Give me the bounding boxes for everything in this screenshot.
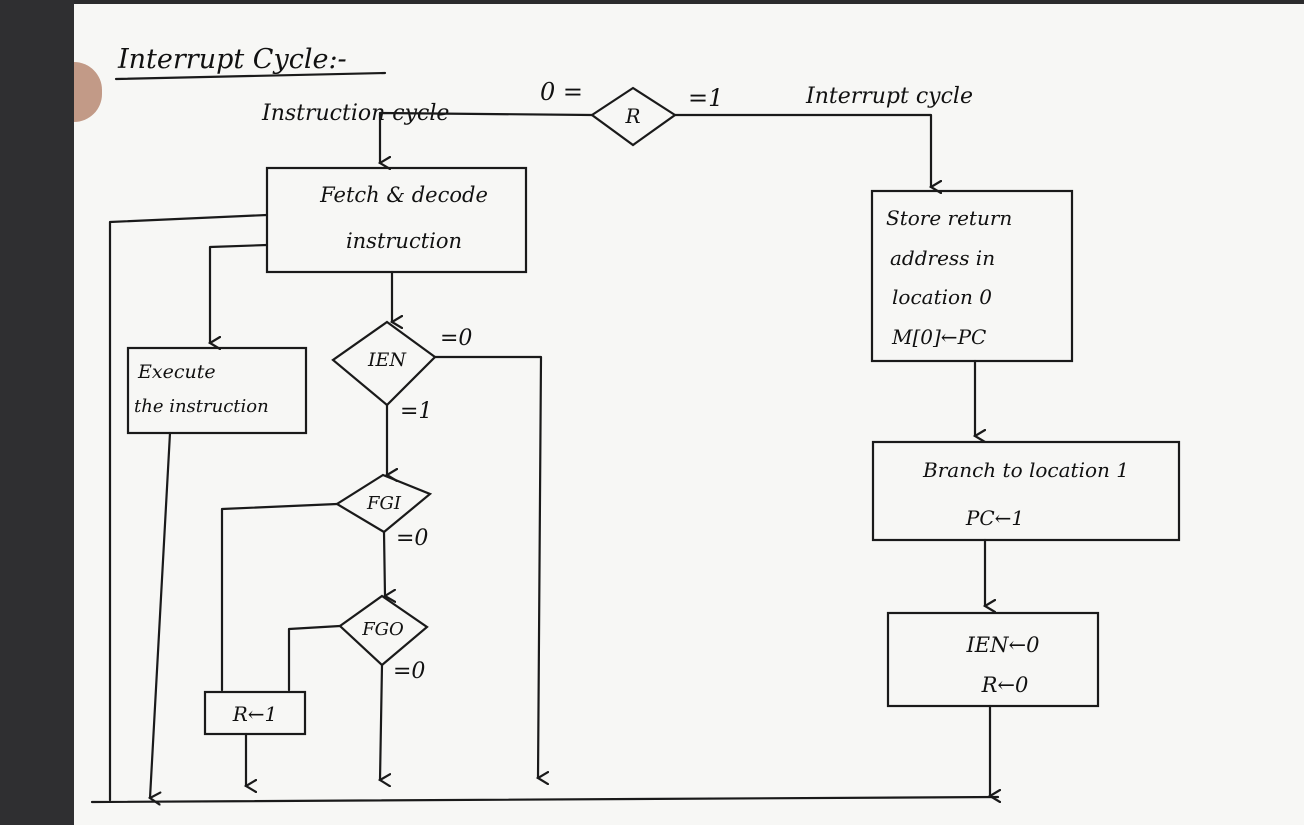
branch-text-2: PC←1	[965, 506, 1024, 530]
r-zero-label: 0 =	[540, 78, 583, 106]
title-underline	[114, 71, 387, 81]
store-return-box	[870, 189, 1074, 363]
r-one-label: =1	[688, 84, 723, 112]
store-return-text-1: Store return	[886, 206, 1012, 230]
top-edge	[0, 0, 1304, 4]
r-zero-branch	[380, 111, 594, 163]
store-return-text-4: M[0]←PC	[891, 325, 986, 349]
interrupt-cycle-label: Interrupt cycle	[805, 84, 973, 109]
reset-text-1: IEN←0	[966, 633, 1040, 657]
store-return-text-3: location 0	[892, 285, 992, 309]
ien-one-label: =1	[400, 399, 432, 424]
diagram-title: Interrupt Cycle:-	[117, 44, 347, 75]
fgi-one-branch	[220, 502, 339, 692]
r-set-box	[203, 690, 307, 736]
decision-ien-label: IEN	[367, 349, 407, 371]
fetch-decode-text-2: instruction	[346, 229, 462, 253]
fetch-decode-box	[265, 166, 528, 274]
decision-r-label: R	[624, 104, 640, 128]
decision-r	[590, 86, 677, 147]
store-return-text-2: address in	[890, 246, 995, 270]
execute-down-arrow	[150, 431, 172, 798]
branch-text-1: Branch to location 1	[922, 458, 1129, 482]
execute-box	[126, 346, 308, 435]
fetch-decode-text-1: Fetch & decode	[319, 183, 488, 207]
ien-zero-label: =0	[440, 326, 472, 351]
fgo-zero-branch	[380, 663, 382, 780]
fetch-to-execute-arrow	[210, 243, 269, 343]
loop-back-line	[108, 213, 269, 802]
left-margin	[0, 0, 74, 825]
fgo-zero-label: =0	[393, 659, 425, 684]
ien-zero-branch	[433, 355, 541, 778]
bottom-return-line	[90, 795, 1000, 804]
execute-text-2: the instruction	[134, 396, 269, 417]
execute-text-1: Execute	[137, 361, 216, 383]
fgi-zero-label: =0	[396, 526, 428, 551]
reset-box	[886, 611, 1100, 708]
r-set-text: R←1	[232, 702, 278, 726]
r-one-branch	[673, 113, 931, 187]
decision-fgo-label: FGO	[361, 619, 404, 640]
decision-fgi-label: FGI	[366, 493, 402, 514]
reset-text-2: R←0	[981, 673, 1029, 697]
branch-box	[871, 440, 1181, 542]
fgo-one-branch	[287, 624, 342, 692]
fgi-zero-branch	[384, 530, 385, 596]
